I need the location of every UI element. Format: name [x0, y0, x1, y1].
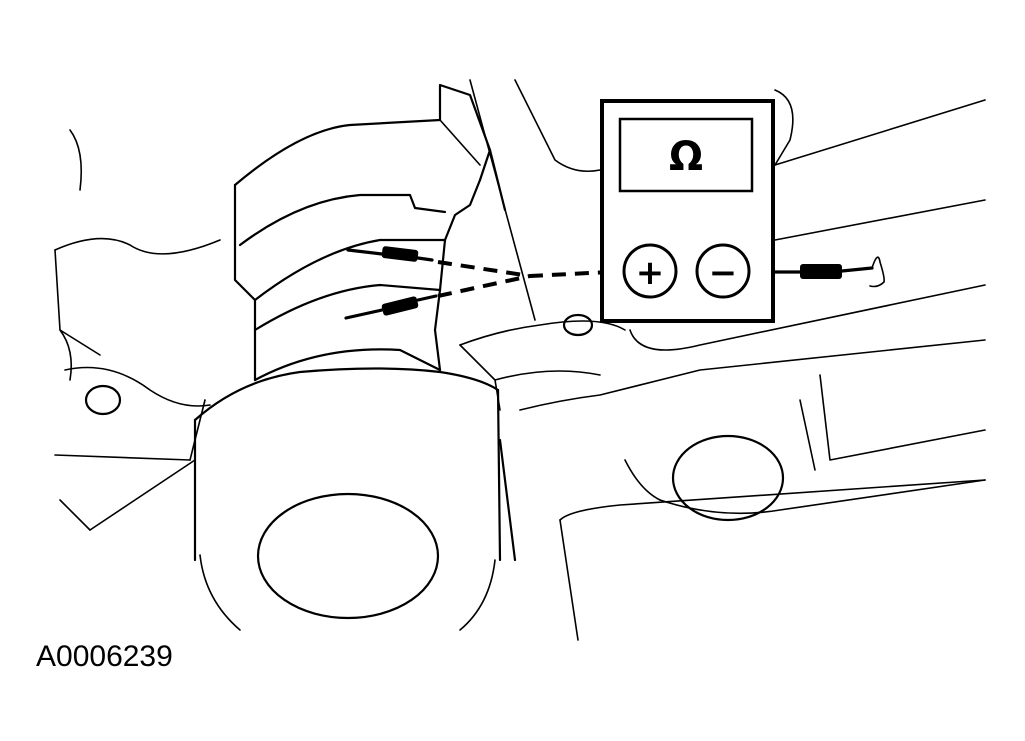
lower-dashed-lead [437, 274, 531, 298]
ohmmeter: Ω + − [600, 99, 775, 323]
upper-dashed-lead [437, 260, 611, 279]
test-leads [344, 246, 885, 320]
negative-terminal: − [695, 243, 751, 299]
figure-id-label: A0006239 [36, 640, 173, 673]
svg-text:+: + [636, 253, 665, 293]
meter-display [618, 117, 754, 193]
lower-probe-connector [381, 296, 419, 316]
negative-lead-connector [800, 264, 842, 279]
upper-probe-connector [381, 246, 419, 262]
ohm-symbol: Ω [669, 134, 703, 180]
housing-outline [54, 79, 986, 641]
svg-text:−: − [709, 253, 738, 293]
positive-terminal: + [622, 243, 678, 299]
